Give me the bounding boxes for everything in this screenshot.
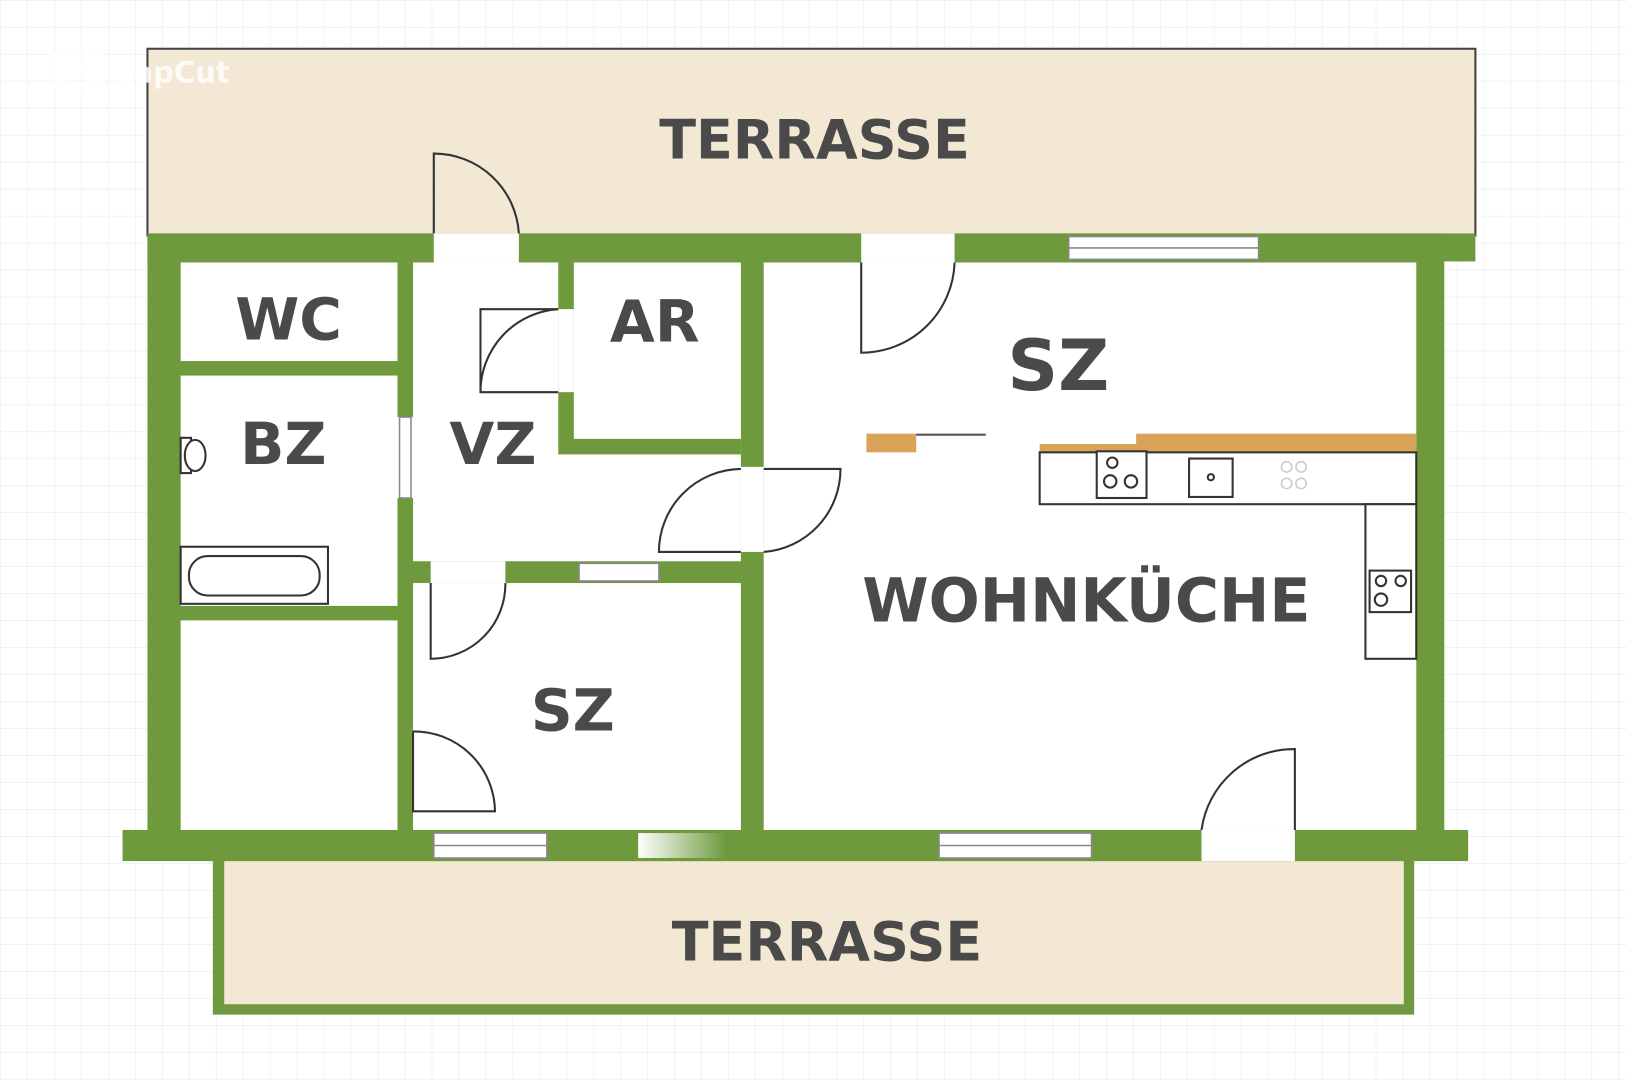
terrace-top <box>146 47 1477 237</box>
label-bz: BZ <box>240 410 326 478</box>
label-wohnkueche: WOHNKÜCHE <box>862 565 1310 637</box>
label-wc: WC <box>235 286 342 354</box>
label-terrasse-bottom: TERRASSE <box>672 911 983 974</box>
counter-stub <box>866 433 917 453</box>
capcut-watermark: CapCut <box>53 53 230 90</box>
label-vz: VZ <box>449 410 536 478</box>
capcut-logo-icon <box>53 53 103 90</box>
svg-text:CapCut: CapCut <box>112 56 230 90</box>
room-wc <box>180 262 398 362</box>
sink-icon <box>1188 457 1234 498</box>
label-sz-top: SZ <box>1007 325 1109 407</box>
window-fading <box>638 833 727 858</box>
windows <box>398 235 1260 859</box>
terrace-bottom-floor <box>224 861 1404 1005</box>
room-wohnkueche <box>763 262 1417 830</box>
label-terrasse-top: TERRASSE <box>659 109 970 172</box>
cooktop-icon <box>1368 569 1413 614</box>
label-sz-small: SZ <box>531 677 615 745</box>
openings <box>397 233 1295 862</box>
toilet-icon <box>179 436 207 475</box>
room-sz-small <box>413 583 741 830</box>
room-storage <box>180 620 398 830</box>
stove-icon <box>1095 450 1148 500</box>
bathtub-icon <box>179 545 330 605</box>
room-ar <box>573 262 741 439</box>
hob-faded-icon <box>1280 460 1308 490</box>
label-ar: AR <box>610 288 700 356</box>
door-swings <box>412 152 1296 831</box>
